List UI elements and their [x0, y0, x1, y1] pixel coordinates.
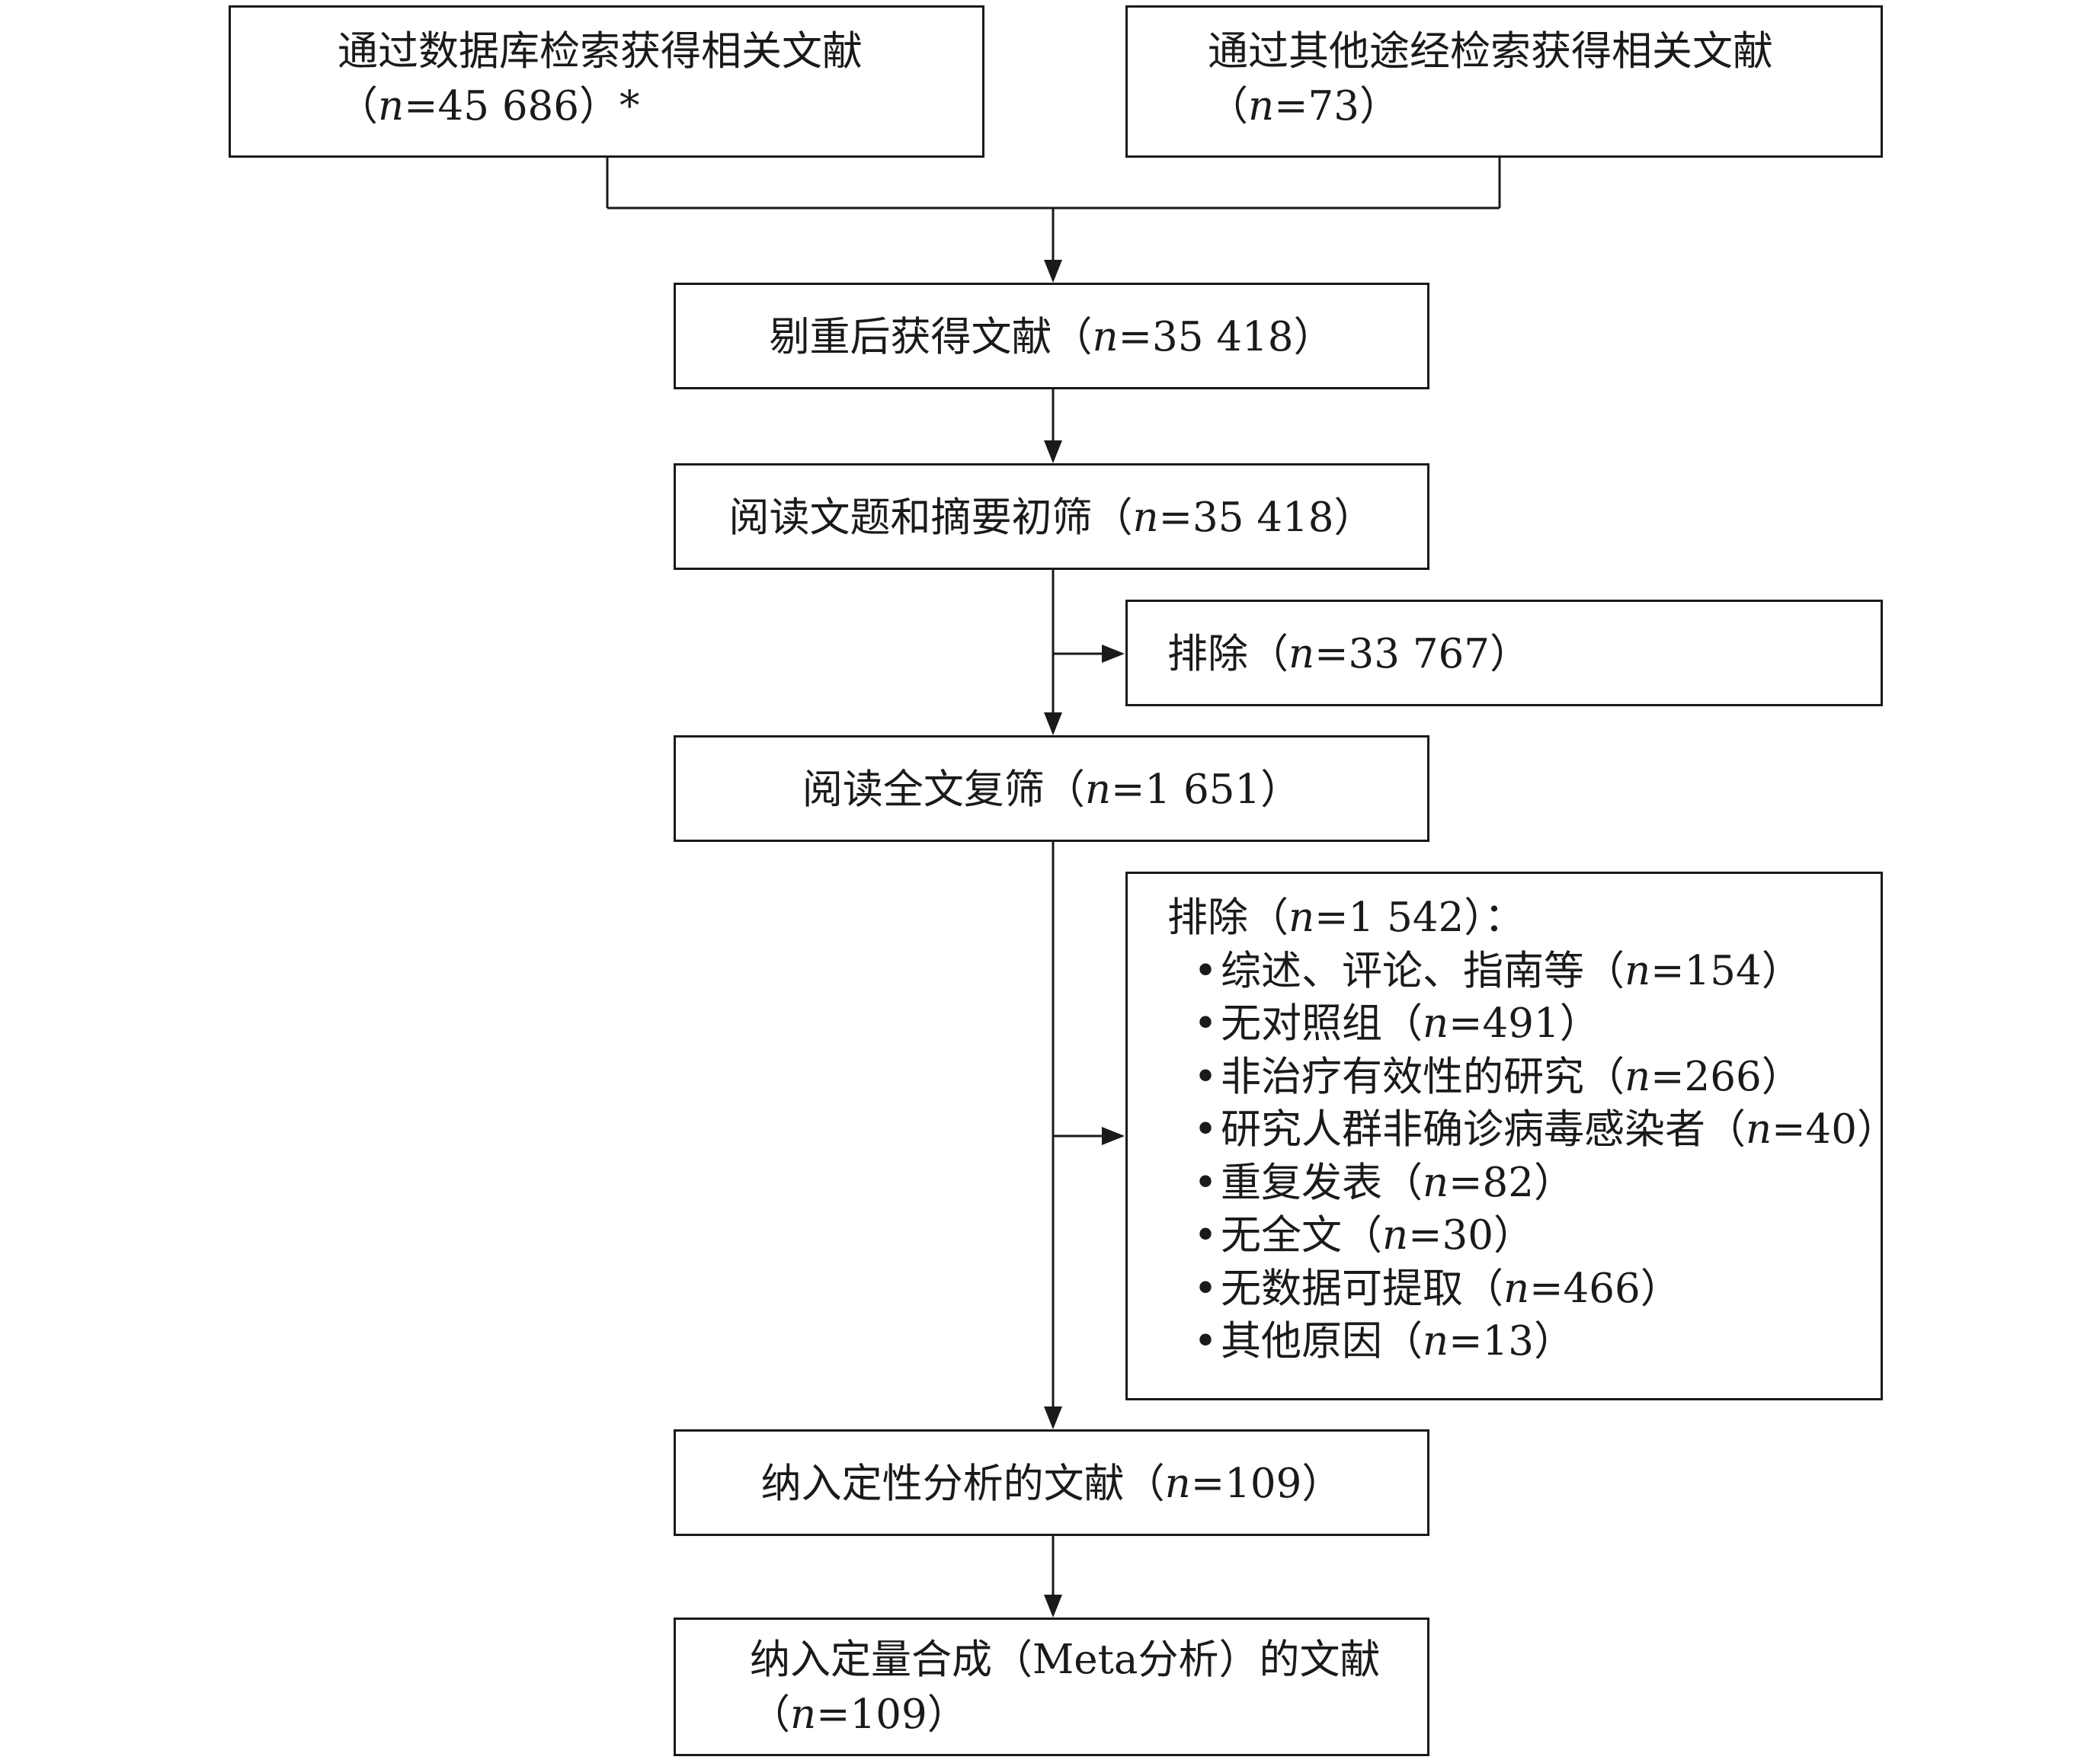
- exclusion-reason-item: •无全文（n=30）: [1190, 1209, 1881, 1262]
- exclusion-reason-item: •重复发表（n=82）: [1190, 1157, 1881, 1210]
- exclusion-reason-list: •综述、评论、指南等（n=154） •无对照组（n=491） •非治疗有效性的研…: [1167, 945, 1897, 1368]
- exclusion-reason-item: •无数据可提取（n=466）: [1190, 1262, 1881, 1316]
- bullet-icon: •: [1193, 1106, 1218, 1153]
- deduplicated-records-text: 剔重后获得文献（n=35 418）: [769, 314, 1334, 360]
- quantitative-included-count: （n=109）: [750, 1691, 968, 1738]
- quantitative-included-title: 纳入定量合成（Meta分析）的文献: [750, 1637, 1381, 1683]
- bullet-icon: •: [1193, 1159, 1218, 1206]
- exclusion-reason-item: •研究人群非确诊病毒感染者（n=40）: [1190, 1103, 1897, 1157]
- bullet-icon: •: [1193, 1212, 1218, 1259]
- bullet-icon: •: [1193, 1053, 1218, 1100]
- quantitative-included-box: 纳入定量合成（Meta分析）的文献 （n=109）: [674, 1618, 1429, 1756]
- excluded-full-text-box: 排除（n=1 542）： •综述、评论、指南等（n=154） •无对照组（n=4…: [1125, 872, 1897, 1400]
- database-search-count: （n=45 686）*: [338, 83, 640, 130]
- bullet-icon: •: [1193, 1000, 1218, 1047]
- database-search-box: 通过数据库检索获得相关文献 （n=45 686）*: [229, 5, 984, 158]
- bullet-icon: •: [1193, 1318, 1218, 1365]
- title-abstract-screening-box: 阅读文题和摘要初筛（n=35 418）: [674, 463, 1429, 570]
- deduplicated-records-box: 剔重后获得文献（n=35 418）: [674, 283, 1429, 389]
- exclusion-reason-item: •非治疗有效性的研究（n=266）: [1190, 1051, 1881, 1104]
- excluded-screening-box: 排除（n=33 767）: [1125, 600, 1883, 706]
- exclusion-reason-item: •其他原因（n=13）: [1190, 1315, 1881, 1368]
- exclusion-reason-item: •综述、评论、指南等（n=154）: [1190, 945, 1881, 998]
- bullet-icon: •: [1193, 947, 1218, 994]
- other-sources-box: 通过其他途经检索获得相关文献 （n=73）: [1125, 5, 1883, 158]
- qualitative-included-box: 纳入定性分析的文献（n=109）: [674, 1429, 1429, 1536]
- excluded-full-text-header: 排除（n=1 542）：: [1167, 894, 1525, 941]
- other-sources-count: （n=73）: [1208, 83, 1400, 130]
- exclusion-reason-item: •无对照组（n=491）: [1190, 997, 1881, 1051]
- full-text-screening-box: 阅读全文复筛（n=1 651）: [674, 735, 1429, 842]
- bullet-icon: •: [1193, 1265, 1218, 1312]
- database-search-title: 通过数据库检索获得相关文献: [338, 28, 863, 75]
- excluded-screening-text: 排除（n=33 767）: [1167, 631, 1530, 677]
- qualitative-included-text: 纳入定性分析的文献（n=109）: [760, 1461, 1343, 1507]
- title-abstract-screening-text: 阅读文题和摘要初筛（n=35 418）: [728, 494, 1375, 541]
- other-sources-title: 通过其他途经检索获得相关文献: [1208, 28, 1773, 75]
- full-text-screening-text: 阅读全文复筛（n=1 651）: [802, 766, 1301, 813]
